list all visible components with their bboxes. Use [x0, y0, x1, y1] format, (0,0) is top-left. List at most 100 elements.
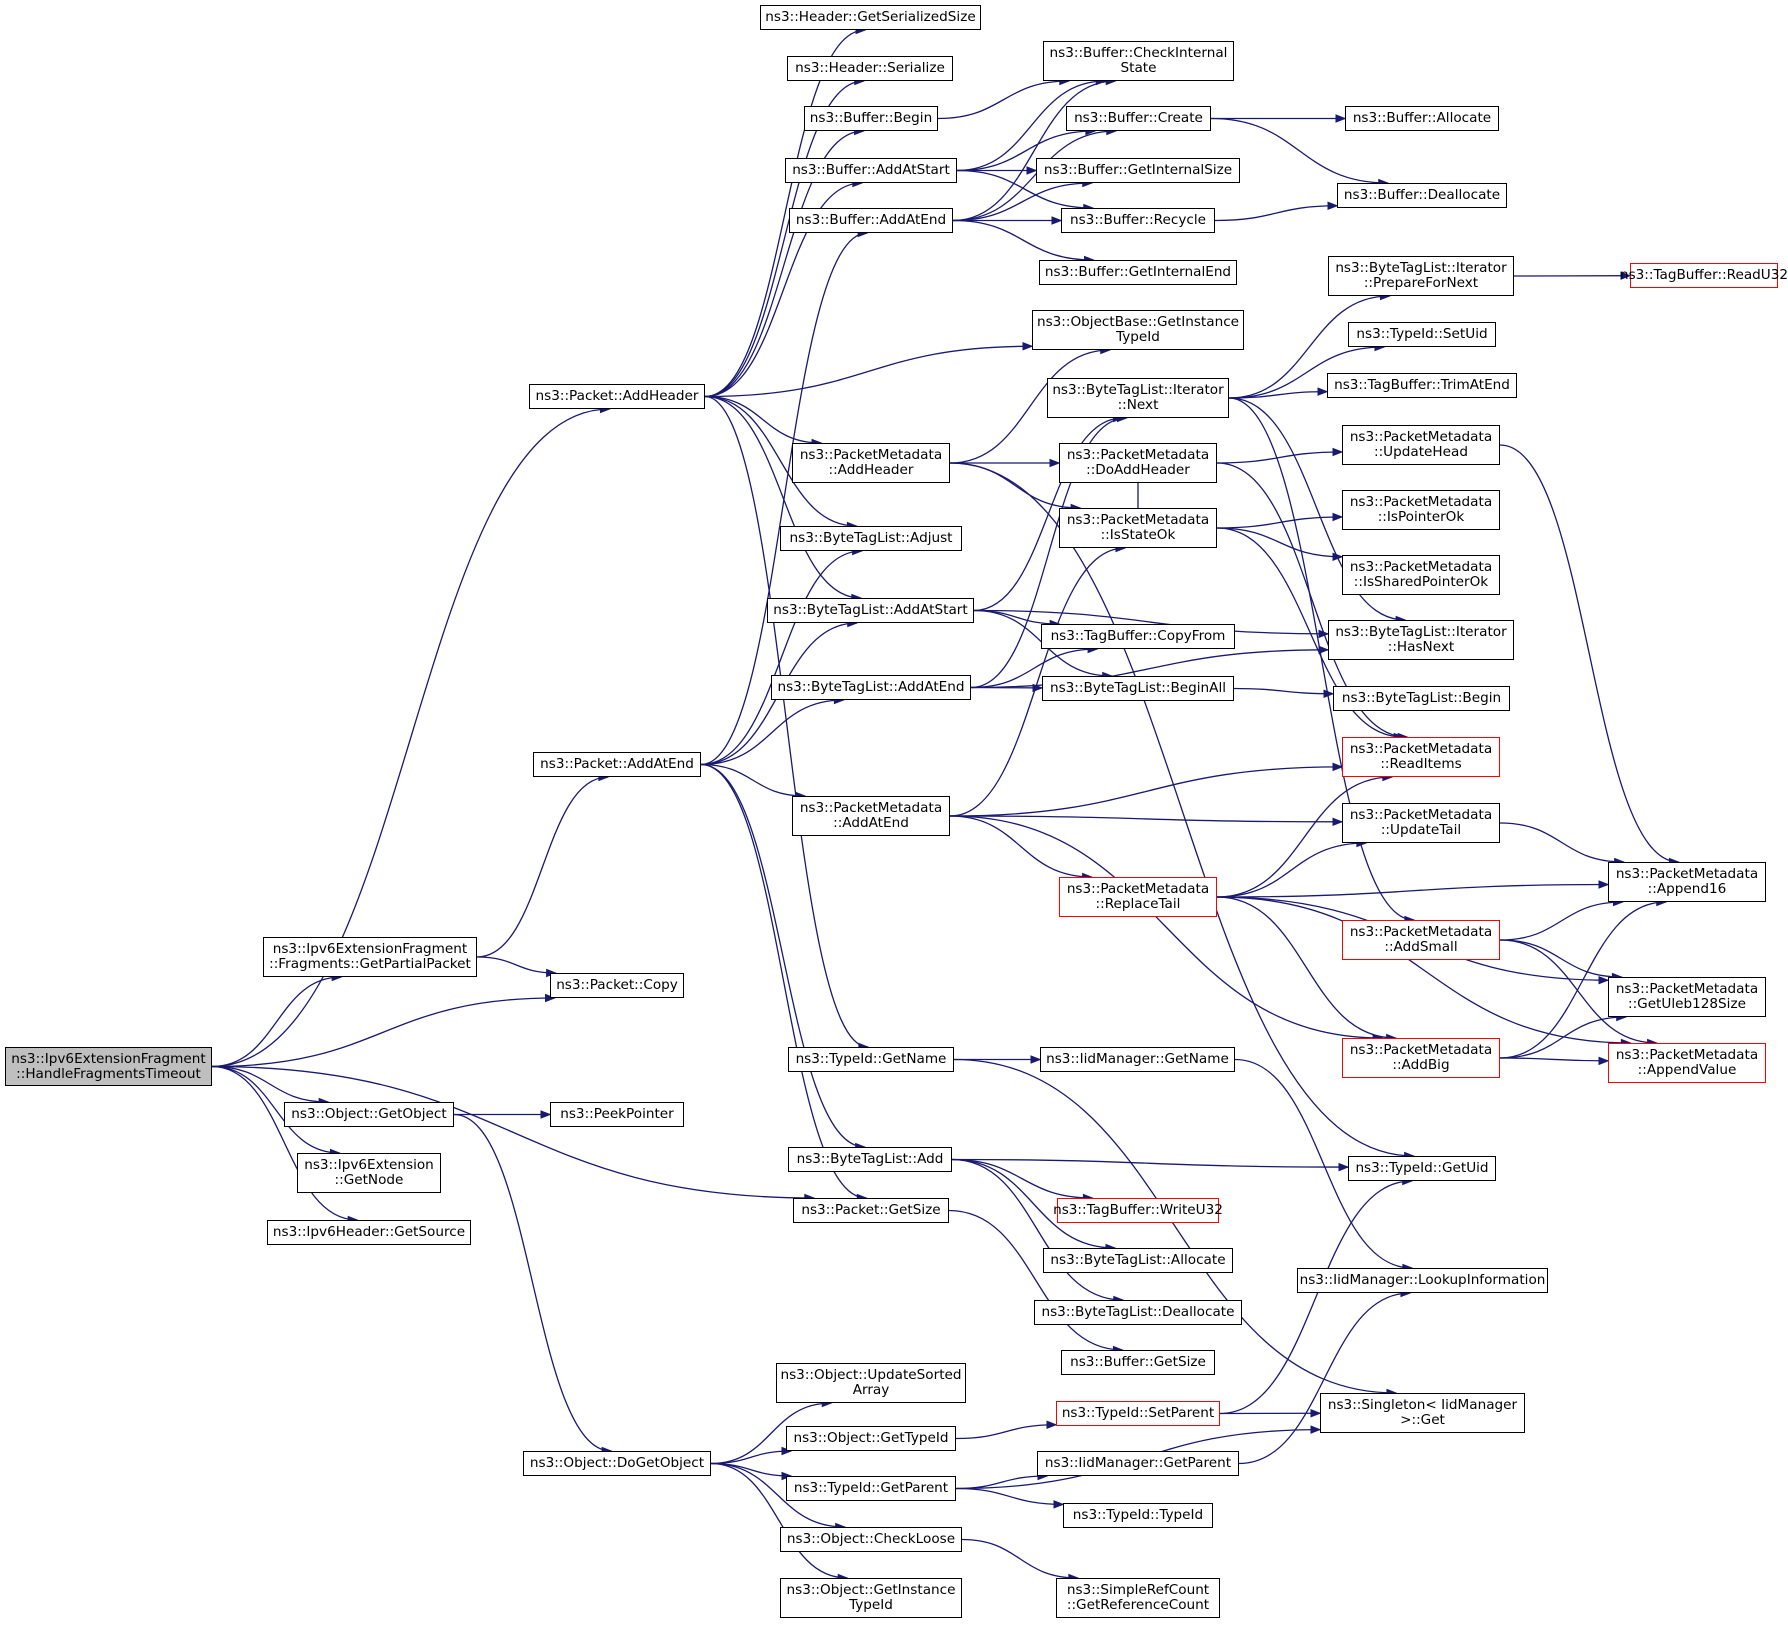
node-object-update-sorted-array[interactable]: ns3::Object::UpdateSorted Array: [776, 1363, 966, 1403]
node-fragments-get-partial-packet[interactable]: ns3::Ipv6ExtensionFragment ::Fragments::…: [263, 937, 477, 977]
edge-n16-n23: [949, 462, 1414, 1157]
node-iidmanager-lookup-information[interactable]: ns3::IidManager::LookupInformation: [1297, 1268, 1548, 1293]
edge-n2-n3: [704, 29, 866, 398]
node-iidmanager-get-parent[interactable]: ns3::IidManager::GetParent: [1037, 1451, 1239, 1476]
node-tagbuffer-write-u32[interactable]: ns3::TagBuffer::WriteU32: [1053, 1198, 1223, 1223]
node-packetmetadata-replace-tail[interactable]: ns3::PacketMetadata ::ReplaceTail: [1059, 877, 1217, 917]
edge-n48-n19: [1499, 901, 1666, 1059]
edge-n44-n19: [1499, 822, 1624, 863]
node-bytetaglist-deallocate[interactable]: ns3::ByteTagList::Deallocate: [1034, 1300, 1242, 1325]
node-bytetaglist-begin[interactable]: ns3::ByteTagList::Begin: [1333, 686, 1510, 711]
node-bytetaglist-iterator-has-next[interactable]: ns3::ByteTagList::Iterator ::HasNext: [1328, 620, 1514, 660]
node-packetmetadata-add-header[interactable]: ns3::PacketMetadata ::AddHeader: [792, 443, 950, 483]
node-packetmetadata-is-state-ok[interactable]: ns3::PacketMetadata ::IsStateOk: [1059, 508, 1217, 548]
node-bytetaglist-adjust[interactable]: ns3::ByteTagList::Adjust: [780, 526, 962, 551]
edge-n27-n28: [1228, 295, 1390, 399]
node-buffer-get-size[interactable]: ns3::Buffer::GetSize: [1061, 1350, 1215, 1375]
edge-n18-n19: [1499, 444, 1679, 863]
edge-n1-n69: [211, 1065, 340, 1154]
node-buffer-allocate[interactable]: ns3::Buffer::Allocate: [1345, 106, 1499, 131]
edge-n7-n12: [956, 169, 1093, 209]
edge-n36-n37: [1234, 1058, 1412, 1269]
edge-n42-n45: [949, 815, 1092, 878]
node-tagbuffer-read-u32[interactable]: ns3::TagBuffer::ReadU32: [1620, 263, 1788, 288]
node-typeid-set-parent[interactable]: ns3::TypeId::SetParent: [1056, 1401, 1220, 1426]
node-handle-fragments-timeout[interactable]: ns3::Ipv6ExtensionFragment ::HandleFragm…: [5, 1047, 212, 1086]
node-packetmetadata-is-pointer-ok[interactable]: ns3::PacketMetadata ::IsPointerOk: [1342, 490, 1500, 530]
node-buffer-begin[interactable]: ns3::Buffer::Begin: [804, 106, 938, 131]
edge-n17-n18: [1216, 451, 1343, 464]
edge-n25-n26: [973, 609, 1329, 635]
node-bytetaglist-add[interactable]: ns3::ByteTagList::Add: [788, 1147, 952, 1172]
node-typeid-get-uid[interactable]: ns3::TypeId::GetUid: [1348, 1156, 1496, 1181]
edge-n8-n10: [1210, 117, 1388, 184]
edge-n45-n19: [1216, 883, 1609, 898]
node-typeid-set-uid[interactable]: ns3::TypeId::SetUid: [1348, 322, 1496, 347]
node-packetmetadata-do-add-header[interactable]: ns3::PacketMetadata ::DoAddHeader: [1059, 443, 1217, 483]
node-packetmetadata-is-shared-pointer-ok[interactable]: ns3::PacketMetadata ::IsSharedPointerOk: [1342, 555, 1500, 595]
node-object-get-object[interactable]: ns3::Object::GetObject: [284, 1102, 454, 1127]
node-tagbuffer-trim-at-end[interactable]: ns3::TagBuffer::TrimAtEnd: [1327, 373, 1517, 398]
node-peek-pointer[interactable]: ns3::PeekPointer: [550, 1102, 684, 1127]
edge-n2-n7: [704, 182, 862, 398]
node-packetmetadata-append-value[interactable]: ns3::PacketMetadata ::AppendValue: [1608, 1043, 1766, 1083]
node-buffer-recycle[interactable]: ns3::Buffer::Recycle: [1061, 208, 1215, 233]
node-packetmetadata-append16[interactable]: ns3::PacketMetadata ::Append16: [1608, 862, 1766, 902]
node-object-check-loose[interactable]: ns3::Object::CheckLoose: [780, 1527, 962, 1552]
edge-n45-n49: [1216, 896, 1631, 1044]
arrowhead-n12-n10: [1327, 201, 1339, 210]
edge-n7-n6: [956, 80, 1106, 172]
node-buffer-create[interactable]: ns3::Buffer::Create: [1066, 106, 1211, 131]
node-packetmetadata-add-big[interactable]: ns3::PacketMetadata ::AddBig: [1342, 1038, 1500, 1078]
node-tagbuffer-copy-from[interactable]: ns3::TagBuffer::CopyFrom: [1041, 624, 1235, 649]
node-object-get-typeid[interactable]: ns3::Object::GetTypeId: [786, 1426, 956, 1451]
node-ipv6extension-get-node[interactable]: ns3::Ipv6Extension ::GetNode: [297, 1153, 441, 1193]
node-buffer-add-at-end[interactable]: ns3::Buffer::AddAtEnd: [789, 208, 953, 233]
node-packet-add-at-end[interactable]: ns3::Packet::AddAtEnd: [533, 752, 701, 777]
node-objectbase-get-instance-typeid[interactable]: ns3::ObjectBase::GetInstance TypeId: [1032, 310, 1244, 350]
node-buffer-check-internal-state[interactable]: ns3::Buffer::CheckInternal State: [1043, 41, 1234, 81]
node-header-get-serialized-size[interactable]: ns3::Header::GetSerializedSize: [760, 5, 981, 30]
node-simplerefcount-get-reference-count[interactable]: ns3::SimpleRefCount ::GetReferenceCount: [1056, 1578, 1220, 1618]
node-bytetaglist-begin-all[interactable]: ns3::ByteTagList::BeginAll: [1042, 676, 1234, 701]
node-packet-add-header[interactable]: ns3::Packet::AddHeader: [529, 384, 705, 409]
node-packetmetadata-add-at-end[interactable]: ns3::PacketMetadata ::AddAtEnd: [792, 796, 950, 836]
edge-n7-n8: [956, 130, 1095, 172]
node-buffer-get-internal-end[interactable]: ns3::Buffer::GetInternalEnd: [1039, 260, 1237, 285]
node-packetmetadata-update-tail[interactable]: ns3::PacketMetadata ::UpdateTail: [1342, 803, 1500, 843]
node-bytetaglist-add-at-start[interactable]: ns3::ByteTagList::AddAtStart: [767, 598, 974, 623]
node-packetmetadata-read-items[interactable]: ns3::PacketMetadata ::ReadItems: [1342, 737, 1500, 777]
edge-n66-n67: [961, 1538, 1078, 1579]
edge-n39-n56: [476, 956, 556, 974]
edge-n20-n43: [1216, 527, 1404, 738]
node-packetmetadata-get-uleb128-size[interactable]: ns3::PacketMetadata ::GetUleb128Size: [1608, 977, 1766, 1017]
edge-n33-n34: [1233, 687, 1334, 695]
node-object-do-get-object[interactable]: ns3::Object::DoGetObject: [523, 1451, 711, 1476]
node-object-get-instance-typeid[interactable]: ns3::Object::GetInstance TypeId: [780, 1578, 962, 1618]
arrowhead-n42-n43: [1332, 762, 1344, 772]
node-buffer-deallocate[interactable]: ns3::Buffer::Deallocate: [1337, 183, 1507, 208]
node-packet-copy[interactable]: ns3::Packet::Copy: [550, 973, 684, 998]
edge-n59-n68: [710, 1462, 848, 1579]
node-packet-get-size[interactable]: ns3::Packet::GetSize: [793, 1198, 949, 1223]
node-ipv6header-get-source[interactable]: ns3::Ipv6Header::GetSource: [267, 1220, 471, 1245]
node-header-serialize[interactable]: ns3::Header::Serialize: [787, 56, 953, 81]
node-bytetaglist-add-at-end[interactable]: ns3::ByteTagList::AddAtEnd: [771, 675, 971, 700]
node-typeid-typeid[interactable]: ns3::TypeId::TypeId: [1063, 1503, 1213, 1528]
arrowhead-n42-n44: [1332, 817, 1344, 827]
node-singleton-iidmanager-get[interactable]: ns3::Singleton< IidManager >::Get: [1320, 1393, 1525, 1433]
node-buffer-get-internal-size[interactable]: ns3::Buffer::GetInternalSize: [1036, 158, 1240, 183]
node-typeid-get-name[interactable]: ns3::TypeId::GetName: [788, 1047, 954, 1072]
node-typeid-get-parent[interactable]: ns3::TypeId::GetParent: [786, 1476, 956, 1501]
node-bytetaglist-allocate[interactable]: ns3::ByteTagList::Allocate: [1043, 1248, 1233, 1273]
node-bytetaglist-iterator-prepare-for-next[interactable]: ns3::ByteTagList::Iterator ::PrepareForN…: [1328, 256, 1514, 296]
node-packetmetadata-add-small[interactable]: ns3::PacketMetadata ::AddSmall: [1342, 920, 1500, 960]
edge-n13-n14: [952, 219, 1094, 261]
node-bytetaglist-iterator-next[interactable]: ns3::ByteTagList::Iterator ::Next: [1047, 378, 1229, 418]
node-iidmanager-get-name[interactable]: ns3::IidManager::GetName: [1040, 1047, 1235, 1072]
arrowhead-n8-n9: [1335, 114, 1347, 123]
edge-n1-n54: [211, 1065, 814, 1199]
node-packetmetadata-update-head[interactable]: ns3::PacketMetadata ::UpdateHead: [1342, 425, 1500, 465]
node-buffer-add-at-start[interactable]: ns3::Buffer::AddAtStart: [785, 158, 957, 183]
edge-n27-n46: [1228, 397, 1414, 921]
